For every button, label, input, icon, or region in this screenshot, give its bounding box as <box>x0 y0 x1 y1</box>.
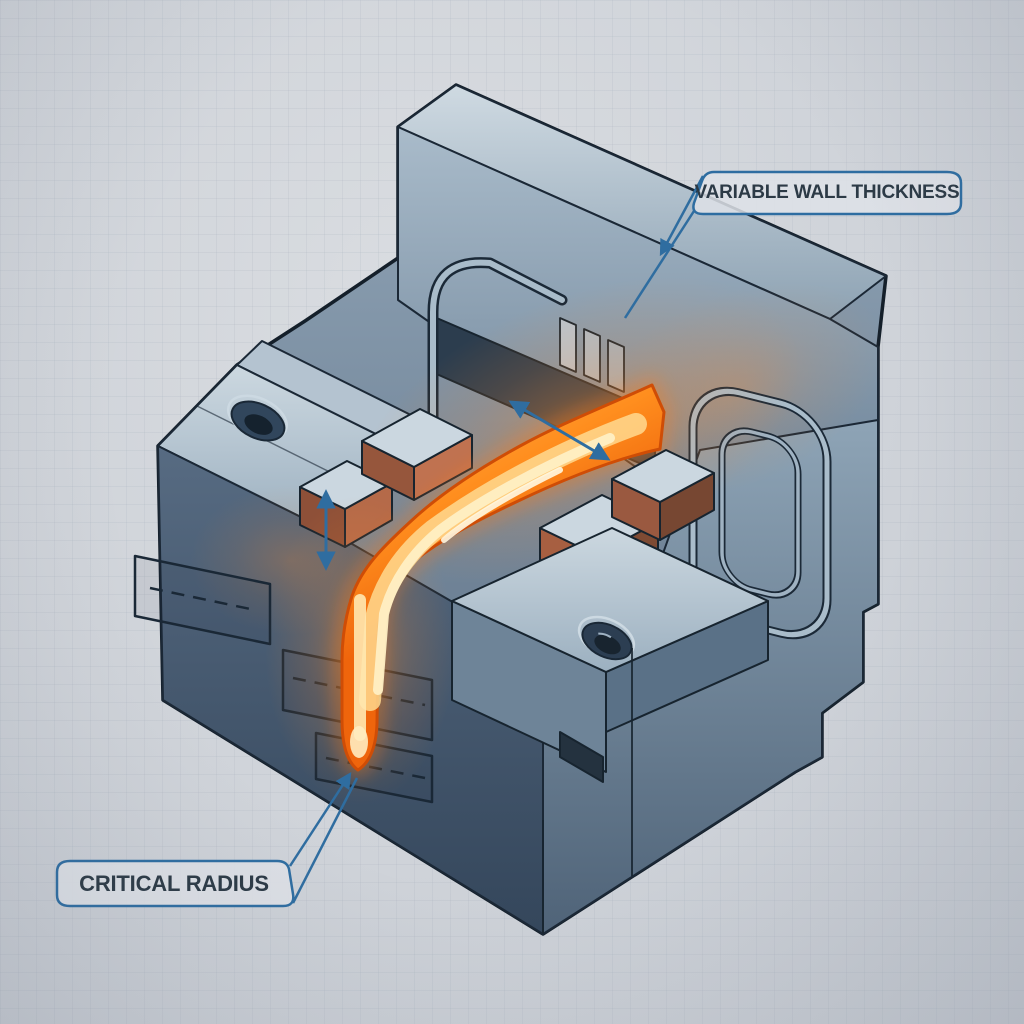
annotations <box>55 170 963 908</box>
cavity-rim-left <box>430 259 565 441</box>
leader-line-critical-radius-2 <box>291 777 359 904</box>
wall-thickness-dimension-arrow <box>508 400 611 461</box>
leader-line-critical-radius <box>288 771 352 867</box>
callout-box-critical-radius <box>55 859 295 908</box>
molten-flow <box>334 377 672 778</box>
molten-hot-spot <box>441 467 563 543</box>
mold-insert <box>611 449 715 541</box>
leader-line-variable-wall-2 <box>623 210 696 319</box>
leader-line-variable-wall <box>659 175 705 257</box>
bolt-hole-left <box>226 394 288 442</box>
mold-insert <box>361 408 473 501</box>
clamp-plate <box>451 527 769 773</box>
callout-box-variable-wall <box>692 170 963 216</box>
mold-body <box>133 83 888 936</box>
molten-highlight-core <box>373 433 615 695</box>
locating-notch <box>559 731 604 783</box>
edge-lines <box>542 603 879 934</box>
molten-tip-highlight <box>350 726 368 758</box>
